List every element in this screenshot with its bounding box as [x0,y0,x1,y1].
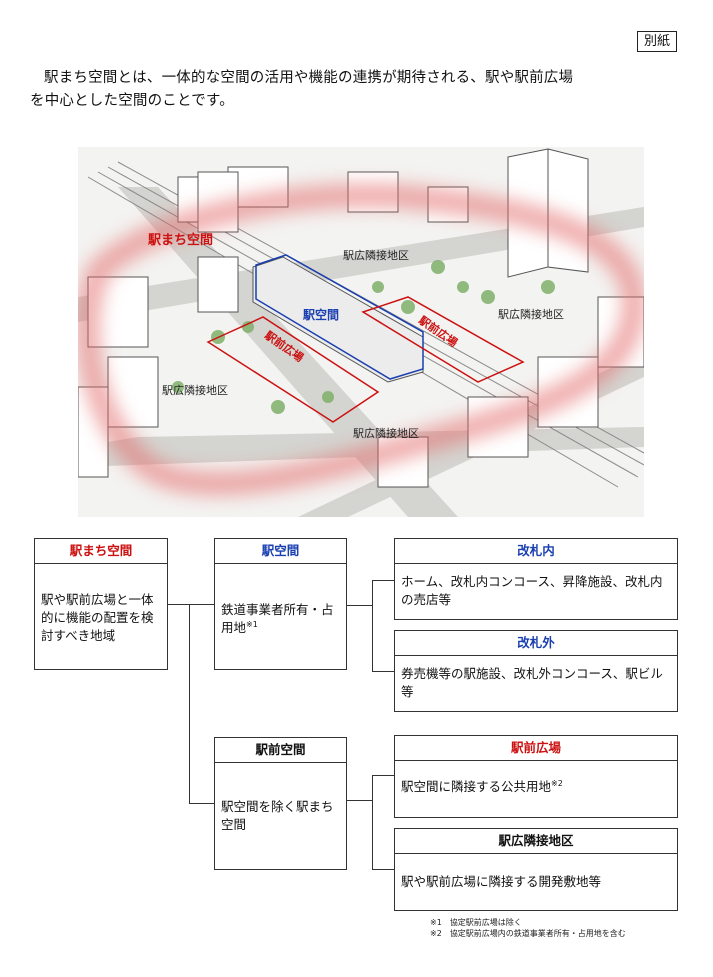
box-body: 券売機等の駅施設、改札外コンコース、駅ビル等 [395,665,677,701]
box-eki-machi: 駅まち空間 駅や駅前広場と一体的に機能の配置を検討すべき地域 [34,538,168,670]
connector [372,580,373,672]
box-eki-kukan: 駅空間 鉄道事業者所有・占用地※1 [214,538,347,670]
connector [189,803,214,804]
box-body: 駅や駅前広場に隣接する開発敷地等 [395,873,677,891]
label-adjacent-right: 駅広隣接地区 [498,307,564,321]
footnote-2: ※2 協定駅前広場内の鉄道事業者所有・占用地を含む [430,928,626,939]
box-title: 駅広隣接地区 [395,829,677,854]
label-adjacent-top: 駅広隣接地区 [343,248,409,262]
intro-line-1: 駅まち空間とは、一体的な空間の活用や機能の連携が期待される、駅や駅前広場 [30,67,680,90]
connector [168,604,214,605]
box-title: 改札外 [395,631,677,656]
connector [372,869,394,870]
box-ekimae-hiroba: 駅前広場 駅空間に隣接する公共用地※2 [394,735,678,818]
note-marker: ※1 [246,620,258,629]
intro-line-2: を中心とした空間のことです。 [30,90,680,113]
box-body: 駅や駅前広場と一体的に機能の配置を検討すべき地域 [35,591,167,645]
connector [346,605,373,606]
connector [372,775,394,776]
box-adjacent: 駅広隣接地区 駅や駅前広場に隣接する開発敷地等 [394,828,678,911]
box-title: 駅空間 [215,539,346,564]
connector [189,604,190,804]
box-body: ホーム、改札内コンコース、昇降施設、改札内の売店等 [395,573,677,609]
box-title: 駅前空間 [215,738,346,763]
footnotes: ※1 協定駅前広場は除く ※2 協定駅前広場内の鉄道事業者所有・占用地を含む [430,917,626,939]
box-kaisatsu-gai: 改札外 券売機等の駅施設、改札外コンコース、駅ビル等 [394,630,678,712]
label-eki-kukan: 駅空間 [302,307,339,322]
label-adjacent-bottom: 駅広隣接地区 [353,426,419,440]
box-title: 駅まち空間 [35,539,167,564]
box-ekimae-kukan: 駅前空間 駅空間を除く駅まち空間 [214,737,347,870]
box-title: 駅前広場 [395,736,677,761]
attachment-tag: 別紙 [637,31,677,52]
box-body: 駅空間を除く駅まち空間 [215,798,346,834]
box-body: 鉄道事業者所有・占用地※1 [215,601,346,637]
connector [372,775,373,870]
label-eki-machi: 駅まち空間 [147,232,213,248]
label-adjacent-left: 駅広隣接地区 [162,383,228,397]
station-area-illustration: 駅まち空間 駅空間 駅前広場 駅前広場 駅広隣接地区 駅広隣接地区 駅広隣接地区… [78,147,644,517]
connector [346,800,373,801]
intro-text: 駅まち空間とは、一体的な空間の活用や機能の連携が期待される、駅や駅前広場 を中心… [30,67,680,113]
connector [372,580,394,581]
box-body: 駅空間に隣接する公共用地※2 [395,778,677,796]
connector [372,671,394,672]
box-title: 改札内 [395,539,677,564]
note-marker: ※2 [551,779,563,788]
box-kaisatsu-nai: 改札内 ホーム、改札内コンコース、昇降施設、改札内の売店等 [394,538,678,620]
footnote-1: ※1 協定駅前広場は除く [430,917,626,928]
